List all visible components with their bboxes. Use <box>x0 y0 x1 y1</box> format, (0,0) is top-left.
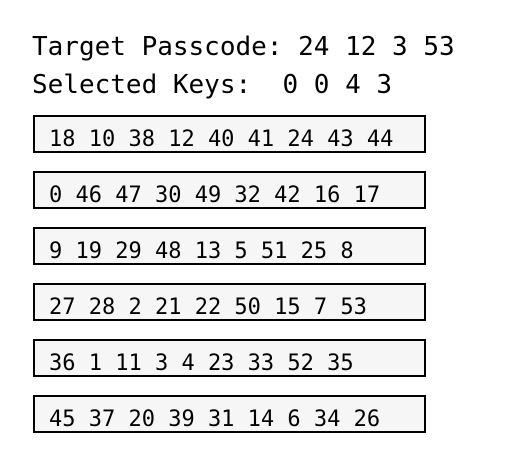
selected-keys-line: Selected Keys: 0 0 4 3 <box>32 70 392 100</box>
key-row-6-numbers: 45 37 20 39 31 14 6 34 26 <box>49 407 381 432</box>
key-row-1-numbers: 18 10 38 12 40 41 24 43 44 <box>49 127 394 152</box>
selected-keys-label: Selected Keys: <box>32 70 252 100</box>
key-row-6[interactable]: 45 37 20 39 31 14 6 34 26 <box>33 395 426 433</box>
key-row-3-numbers: 9 19 29 48 13 5 51 25 8 <box>49 239 354 264</box>
key-row-2[interactable]: 0 46 47 30 49 32 42 16 17 <box>33 171 426 209</box>
key-row-5[interactable]: 36 1 11 3 4 23 33 52 35 <box>33 339 426 377</box>
key-row-4-numbers: 27 28 2 21 22 50 15 7 53 <box>49 295 367 320</box>
target-passcode-line: Target Passcode: 24 12 3 53 <box>32 32 455 62</box>
key-row-1[interactable]: 18 10 38 12 40 41 24 43 44 <box>33 115 426 153</box>
selected-keys-value: 0 0 4 3 <box>282 70 393 100</box>
key-row-4[interactable]: 27 28 2 21 22 50 15 7 53 <box>33 283 426 321</box>
key-row-3[interactable]: 9 19 29 48 13 5 51 25 8 <box>33 227 426 265</box>
key-row-5-numbers: 36 1 11 3 4 23 33 52 35 <box>49 351 354 376</box>
key-row-2-numbers: 0 46 47 30 49 32 42 16 17 <box>49 183 381 208</box>
target-passcode-label: Target Passcode: <box>32 32 283 62</box>
target-passcode-value: 24 12 3 53 <box>298 32 455 62</box>
